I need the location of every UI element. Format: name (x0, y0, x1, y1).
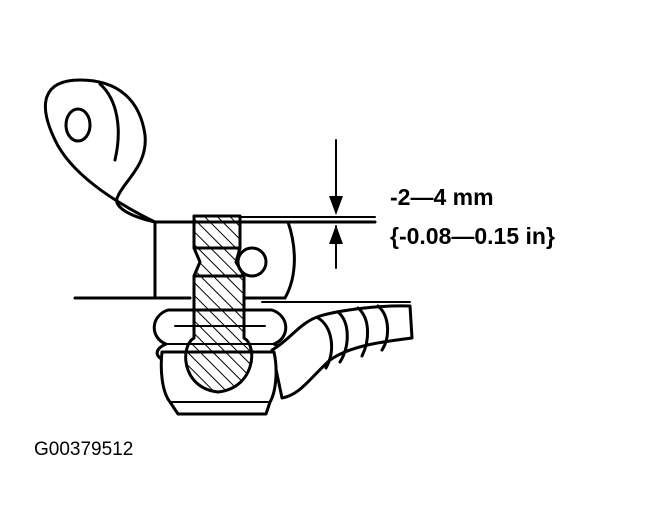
tie-rod-arm (270, 304, 414, 400)
arrow-down-icon (329, 196, 343, 215)
arrow-up-icon (329, 225, 343, 244)
ball-stud (184, 214, 254, 394)
cross-hole (236, 246, 268, 278)
measurement-imperial: {-0.08—0.15 in} (390, 223, 555, 249)
figure-code: G00379512 (34, 439, 133, 460)
knuckle-arm (43, 78, 157, 224)
bolt-hole (64, 107, 92, 143)
measurement-metric: -2—4 mm (390, 184, 494, 210)
dimension-indicator (329, 139, 373, 269)
